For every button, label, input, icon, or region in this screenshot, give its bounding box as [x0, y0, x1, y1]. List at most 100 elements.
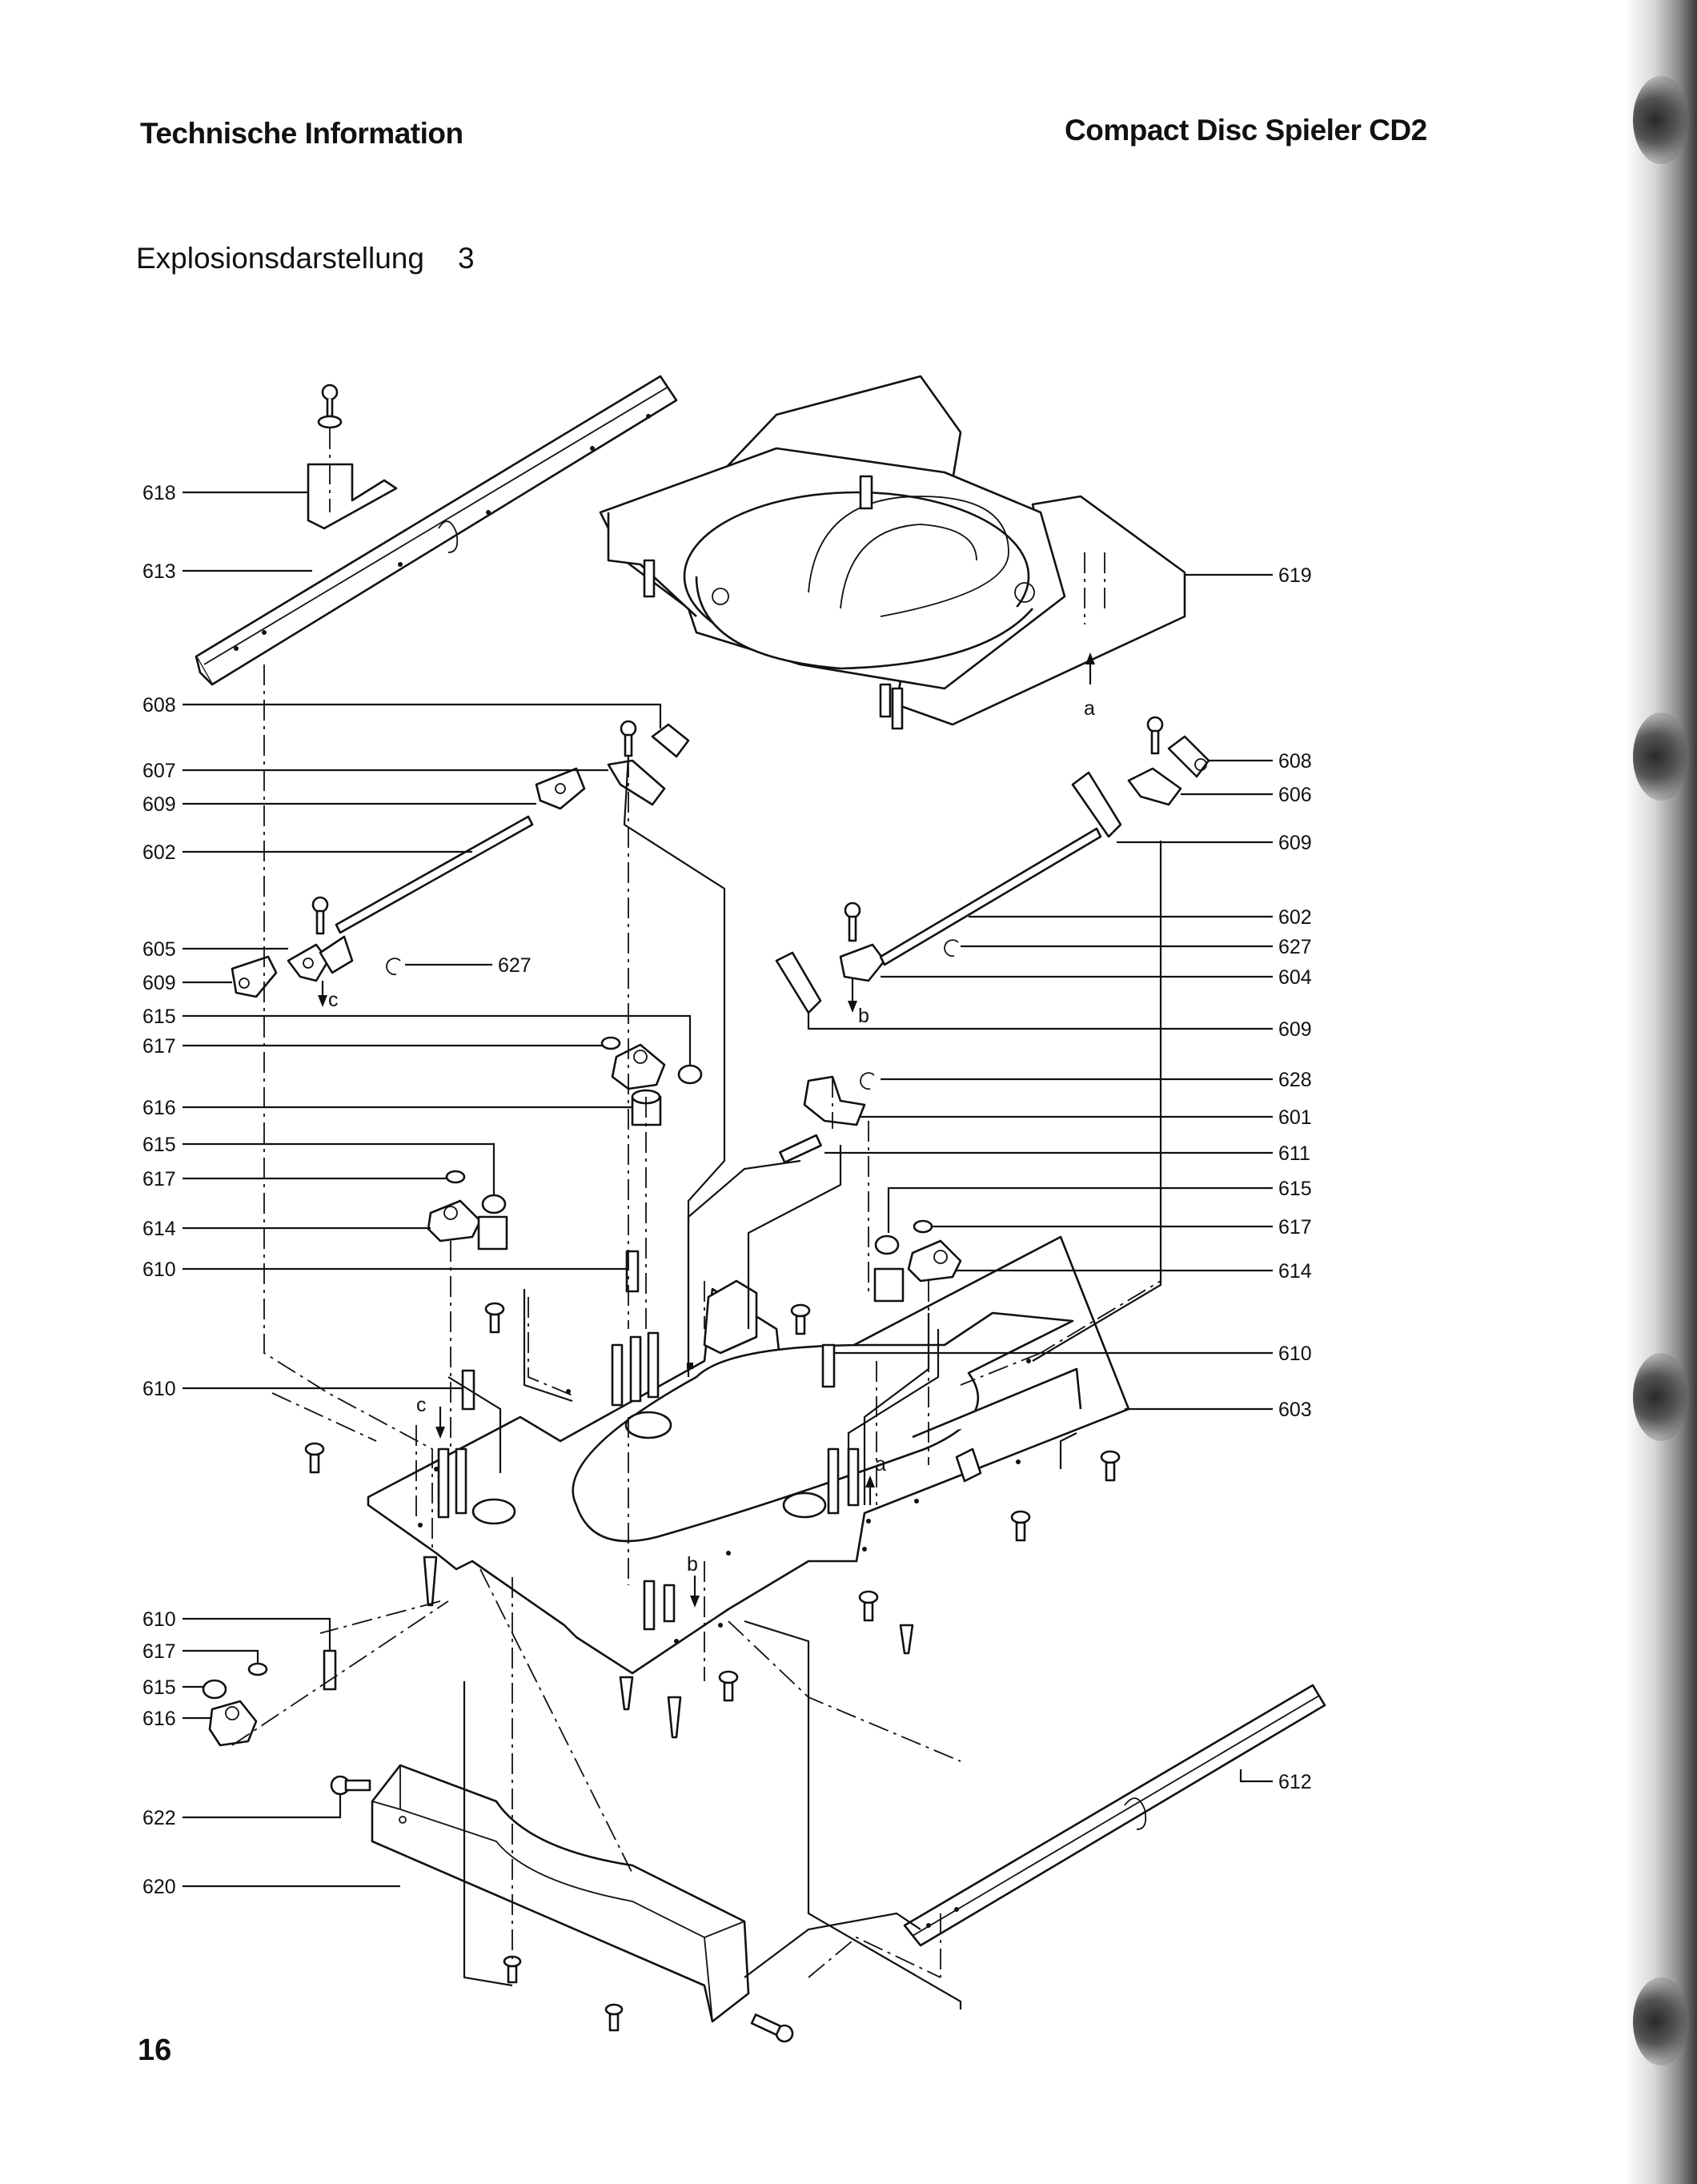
callout-627-left: 627: [498, 954, 532, 977]
lever-606: [1127, 767, 1182, 806]
part-618-bracket: [307, 383, 398, 530]
screw-plate-3: [304, 1442, 325, 1474]
callout-614-left: 614: [142, 1218, 176, 1240]
lever-608-left: [651, 723, 690, 758]
callout-610-3: 610: [142, 1608, 176, 1631]
lever-607: [607, 759, 666, 806]
callout-616-2: 616: [142, 1708, 176, 1730]
cap-617-2: [445, 1170, 466, 1184]
screw-plate-2: [790, 1303, 811, 1335]
cap-617-1: [600, 1036, 621, 1050]
marker-a-plate: a: [875, 1453, 886, 1475]
shaft-602-right: [879, 827, 1102, 966]
damper-615-1: [677, 1064, 703, 1085]
callout-610-2: 610: [142, 1378, 176, 1400]
screw-upper-mid-607: [620, 720, 637, 757]
screw-plate-5: [1010, 1510, 1031, 1542]
damper-615-3: [874, 1235, 900, 1255]
clip-628: [860, 1072, 875, 1090]
header-left-title: Technische Information: [140, 117, 463, 150]
callout-615-2: 615: [142, 1134, 176, 1156]
callout-609-left-lower: 609: [142, 972, 176, 994]
screw-cover-2: [604, 2003, 624, 2032]
lever-604: [839, 943, 886, 982]
marker-b-lever: b: [858, 1005, 869, 1027]
screw-plate-7: [718, 1670, 739, 1702]
callout-610-1: 610: [142, 1259, 176, 1281]
spring-610-3: [821, 1343, 836, 1388]
binder-hole-1: [1633, 76, 1689, 164]
screw-tapping-3: [619, 1676, 634, 1711]
binder-hole-2: [1633, 713, 1689, 801]
right-callouts: 619 608 606 609 602 627 604 609 628 601 …: [807, 564, 1312, 1793]
callout-622: 622: [142, 1807, 176, 1829]
callout-609-right-lower: 609: [1278, 1018, 1312, 1041]
lever-605: [287, 943, 330, 982]
callout-615-1: 615: [142, 1006, 176, 1028]
lever-601: [803, 1075, 866, 1126]
lever-605-arm: [319, 935, 354, 974]
marker-b-plate: b: [687, 1553, 698, 1576]
marker-c-plate: c: [416, 1394, 427, 1416]
callout-627-right: 627: [1278, 936, 1312, 958]
assembly-markers: a a b b c c: [318, 697, 1095, 1608]
callout-615-4: 615: [1278, 1178, 1312, 1200]
screw-cover-3: [750, 2013, 794, 2043]
callout-617-2: 617: [142, 1168, 176, 1190]
callout-611: 611: [1278, 1142, 1310, 1165]
callout-605: 605: [142, 938, 176, 961]
callout-609-right-upper: 609: [1278, 832, 1312, 854]
lever-609-right-upper: [1071, 771, 1122, 838]
subtitle-number: 3: [457, 242, 475, 275]
callout-616-1: 616: [142, 1097, 176, 1119]
header-right-title: Compact Disc Spieler CD2: [1065, 114, 1427, 147]
callout-607: 607: [142, 760, 176, 782]
mount-614-4: [873, 1267, 905, 1303]
scan-edge-shadow: [1625, 0, 1697, 2184]
callout-617-3: 617: [142, 1640, 176, 1663]
part-620-front-cover: [330, 1764, 750, 2023]
binder-hole-3: [1633, 1353, 1689, 1441]
screw-tapping-1: [423, 1556, 438, 1607]
cap-617-4: [247, 1662, 268, 1676]
part-613-left-rail: [195, 375, 678, 686]
page-subtitle: Explosionsdarstellung 3: [136, 242, 475, 275]
callout-602-right: 602: [1278, 906, 1312, 929]
subtitle-text: Explosionsdarstellung: [136, 242, 424, 275]
mount-616-3: [208, 1700, 258, 1747]
callout-608-right: 608: [1278, 750, 1312, 773]
callout-617-4: 617: [1278, 1216, 1312, 1239]
callout-603: 603: [1278, 1399, 1312, 1421]
part-619-loader-tray: [599, 375, 1186, 730]
screw-plate-1: [484, 1302, 505, 1334]
mount-614-2: [477, 1215, 508, 1251]
screw-plate-6: [858, 1590, 879, 1622]
marker-a-tray: a: [1084, 697, 1095, 720]
mount-614-1: [427, 1199, 482, 1243]
callout-618: 618: [142, 482, 176, 504]
left-callouts: 618 613 608 607 609 602 605 609 615 617 …: [142, 482, 692, 1898]
part-fasteners: [202, 716, 1210, 2043]
callout-620: 620: [142, 1876, 176, 1898]
shaft-602-left: [335, 815, 534, 934]
screw-upper-left-605: [311, 896, 329, 935]
callout-613: 613: [142, 560, 176, 583]
marker-c-lever: c: [328, 989, 339, 1011]
screw-tapping-4: [667, 1696, 682, 1739]
cap-617-3: [913, 1219, 933, 1234]
guide-lines: [447, 756, 1162, 2009]
screw-plate-4: [1100, 1450, 1121, 1482]
callout-617-1: 617: [142, 1035, 176, 1058]
clip-627-right: [944, 939, 959, 958]
lever-609-left-upper: [535, 767, 586, 810]
binder-hole-4: [1633, 1977, 1689, 2066]
callout-604: 604: [1278, 966, 1312, 989]
screw-cover-1: [503, 1955, 522, 1984]
callout-615-3: 615: [142, 1676, 176, 1699]
page-number: 16: [138, 2033, 172, 2067]
spring-611: [779, 1134, 822, 1164]
mount-616-1: [611, 1043, 666, 1090]
damper-615-4: [202, 1679, 227, 1700]
lever-609-right-lower: [775, 951, 822, 1014]
